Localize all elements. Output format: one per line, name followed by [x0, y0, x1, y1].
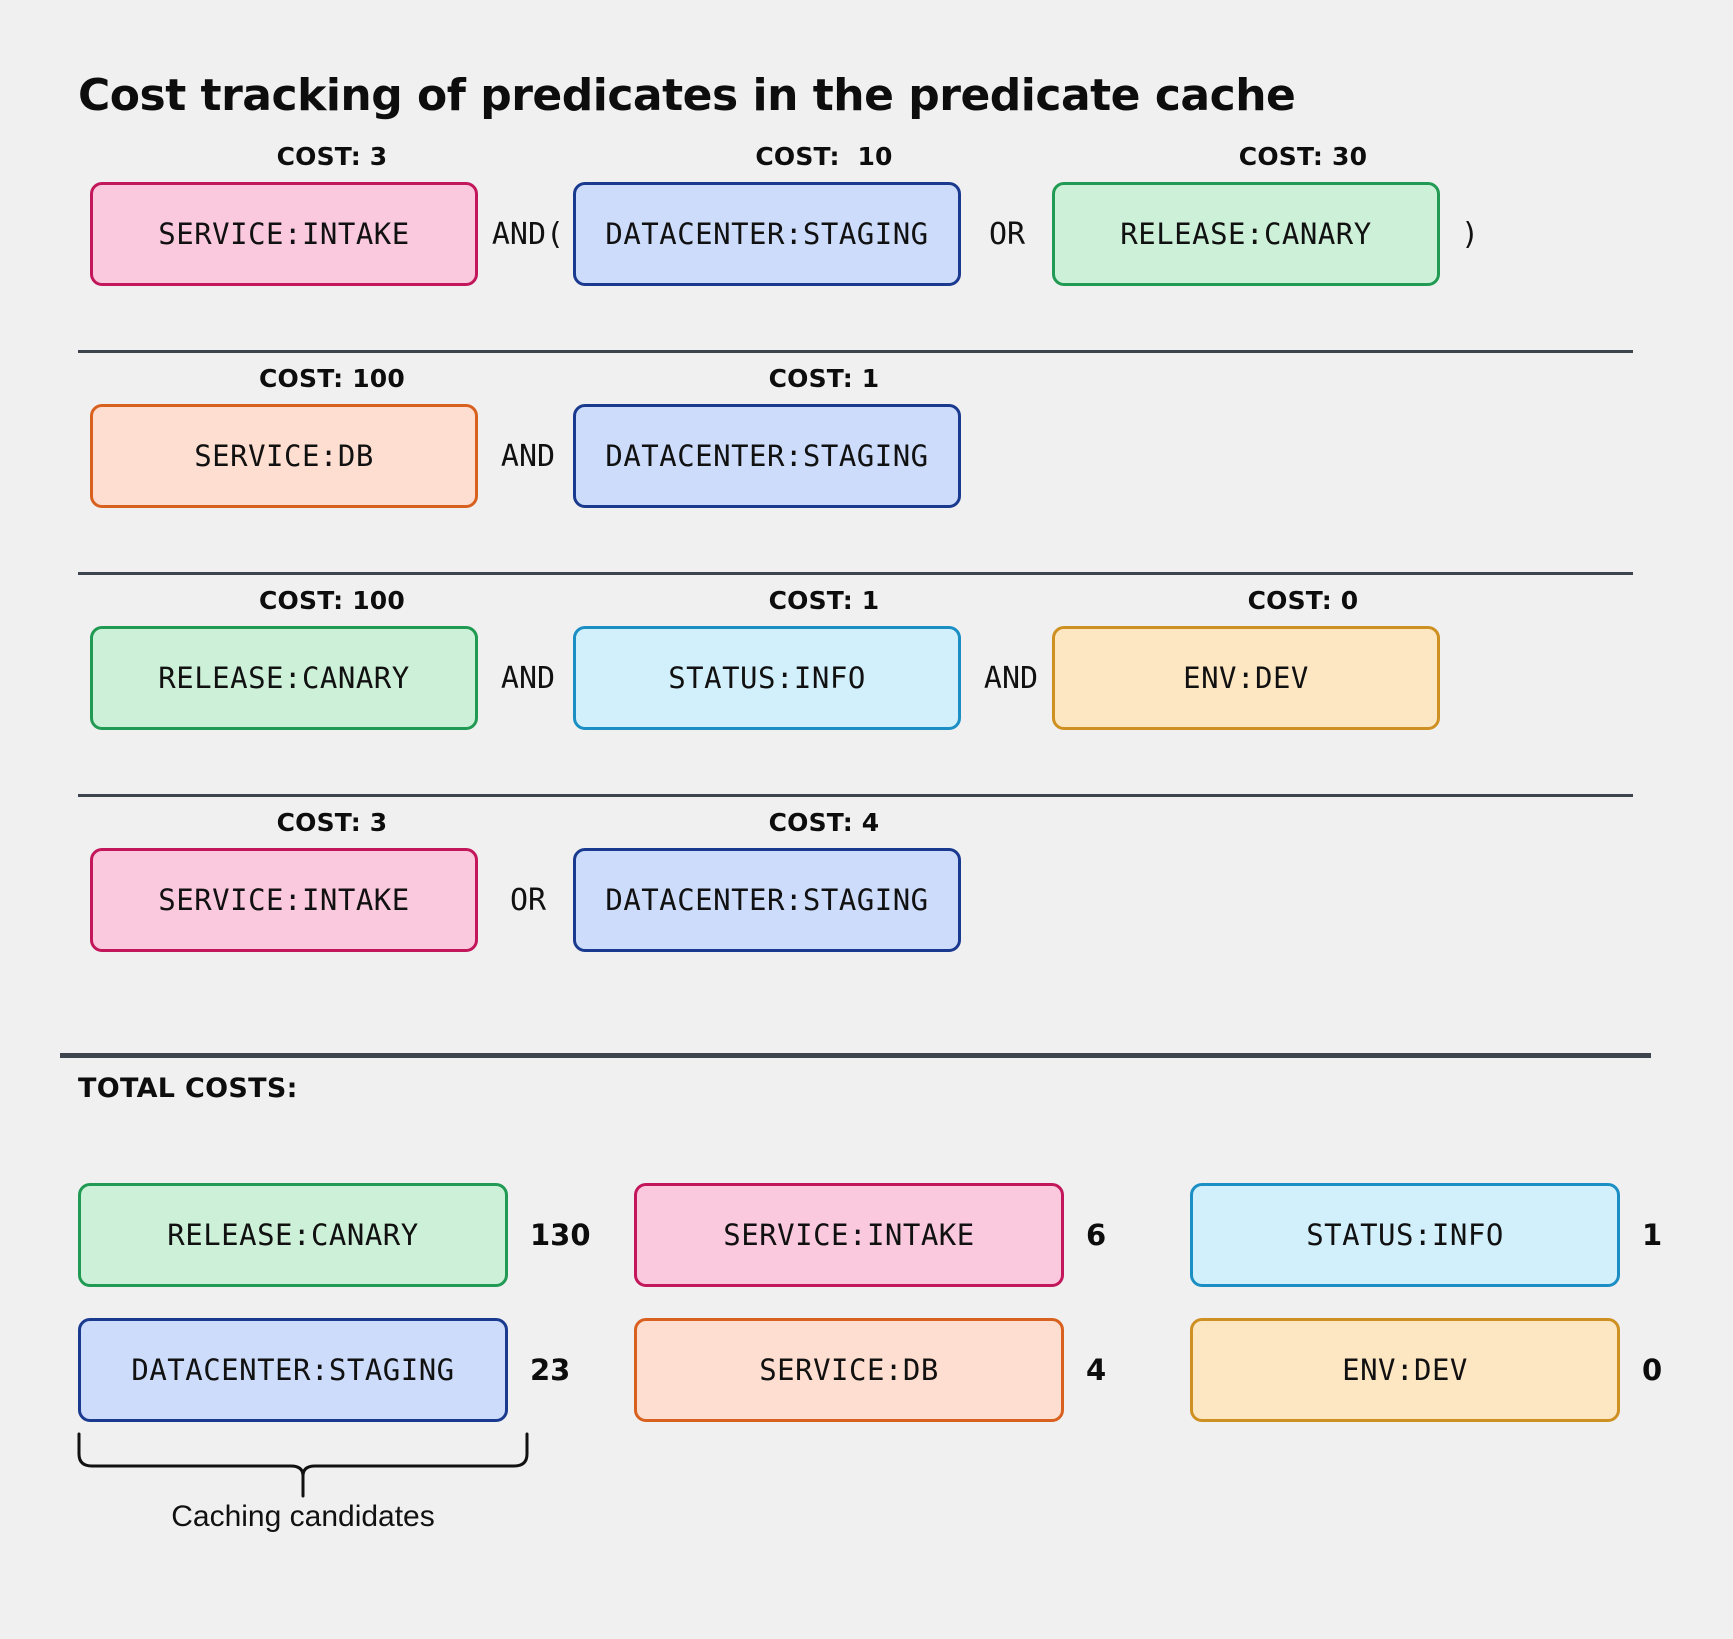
predicate-chip[interactable]: ENV:DEV	[1052, 626, 1440, 731]
total-predicate-chip[interactable]: SERVICE:INTAKE	[634, 1183, 1064, 1287]
total-cost-item: RELEASE:CANARY 130	[78, 1183, 591, 1287]
cost-label: COST: 0	[1247, 586, 1359, 616]
total-predicate-chip[interactable]: ENV:DEV	[1190, 1318, 1620, 1422]
predicate-chip[interactable]: DATACENTER:STAGING	[573, 182, 961, 287]
total-cost-item: DATACENTER:STAGING 23	[78, 1318, 588, 1422]
cost-label-group: COST: 3 COST: 10 COST: 30	[78, 128, 1655, 182]
total-cost-item: ENV:DEV 0	[1190, 1318, 1700, 1422]
predicate-chip[interactable]: SERVICE:DB	[90, 404, 478, 509]
cost-label: COST: 3	[276, 142, 388, 172]
total-predicate-chip[interactable]: STATUS:INFO	[1190, 1183, 1620, 1287]
expression-row: COST: 100 COST: 1 SERVICE:DB DATACENTER:STA…	[78, 350, 1655, 572]
caching-candidates-label: Caching candidates	[171, 1500, 435, 1533]
totals-heading: TOTAL COSTS:	[78, 1073, 298, 1104]
total-cost-value: 1	[1642, 1218, 1663, 1252]
cost-label: COST: 100	[259, 586, 405, 616]
boolean-operator: AND	[983, 660, 1039, 696]
boolean-operator: OR	[988, 216, 1026, 252]
cost-label: COST: 4	[768, 808, 880, 838]
total-predicate-chip[interactable]: DATACENTER:STAGING	[78, 1318, 508, 1422]
predicate-chip-group: SERVICE:DB DATACENTER:STAGING AND	[78, 404, 1655, 524]
expressions-section: COST: 3 COST: 10 COST: 30 SERVICE:INTAKE DAT…	[60, 128, 1673, 1016]
caching-bracket	[76, 1432, 530, 1502]
predicate-chip-group: RELEASE:CANARY STATUS:INFO ENV:DEV AND AND	[78, 626, 1655, 746]
predicate-chip[interactable]: DATACENTER:STAGING	[573, 848, 961, 953]
cost-label-group: COST: 100 COST: 1 COST: 0	[78, 572, 1655, 626]
boolean-operator: AND	[500, 438, 556, 474]
total-cost-item: STATUS:INFO 1	[1190, 1183, 1700, 1287]
total-cost-value: 130	[530, 1218, 591, 1252]
total-cost-value: 6	[1086, 1218, 1107, 1252]
total-cost-value: 4	[1086, 1353, 1107, 1387]
row-divider	[78, 350, 1633, 354]
cost-label-group: COST: 100 COST: 1	[78, 350, 1655, 404]
predicate-chip[interactable]: SERVICE:INTAKE	[90, 182, 478, 287]
cost-label: COST: 100	[259, 364, 405, 394]
boolean-operator: )	[1460, 216, 1480, 252]
boolean-operator: AND	[500, 660, 556, 696]
predicate-chip[interactable]: STATUS:INFO	[573, 626, 961, 731]
total-cost-item: SERVICE:INTAKE 6	[634, 1183, 1144, 1287]
predicate-chip[interactable]: SERVICE:INTAKE	[90, 848, 478, 953]
row-divider	[78, 794, 1633, 798]
expression-row: COST: 3 COST: 4 SERVICE:INTAKE DATACENTER:S…	[78, 794, 1655, 1016]
predicate-chip-group: SERVICE:INTAKE DATACENTER:STAGING OR	[78, 848, 1655, 968]
expression-row: COST: 3 COST: 10 COST: 30 SERVICE:INTAKE DAT…	[78, 128, 1655, 350]
cost-label: COST: 10	[755, 142, 893, 172]
predicate-chip[interactable]: RELEASE:CANARY	[1052, 182, 1440, 287]
predicate-chip-group: SERVICE:INTAKE DATACENTER:STAGING RELEASE:…	[78, 182, 1655, 302]
expression-row: COST: 100 COST: 1 COST: 0 RELEASE:CANARY STA…	[78, 572, 1655, 794]
cost-label-group: COST: 3 COST: 4	[78, 794, 1655, 848]
cost-label: COST: 1	[768, 586, 880, 616]
page-title: Cost tracking of predicates in the predi…	[78, 70, 1296, 121]
total-predicate-chip[interactable]: RELEASE:CANARY	[78, 1183, 508, 1287]
boolean-operator: OR	[509, 882, 547, 918]
total-predicate-chip[interactable]: SERVICE:DB	[634, 1318, 1064, 1422]
cost-label: COST: 3	[276, 808, 388, 838]
total-cost-value: 0	[1642, 1353, 1663, 1387]
predicate-chip[interactable]: RELEASE:CANARY	[90, 626, 478, 731]
totals-divider	[60, 1053, 1651, 1058]
caching-bracket-icon	[77, 1432, 529, 1498]
cost-label: COST: 30	[1238, 142, 1368, 172]
row-divider	[78, 572, 1633, 576]
cost-label: COST: 1	[768, 364, 880, 394]
predicate-chip[interactable]: DATACENTER:STAGING	[573, 404, 961, 509]
total-cost-item: SERVICE:DB 4	[634, 1318, 1144, 1422]
boolean-operator: AND(	[491, 216, 565, 252]
total-cost-value: 23	[530, 1353, 571, 1387]
